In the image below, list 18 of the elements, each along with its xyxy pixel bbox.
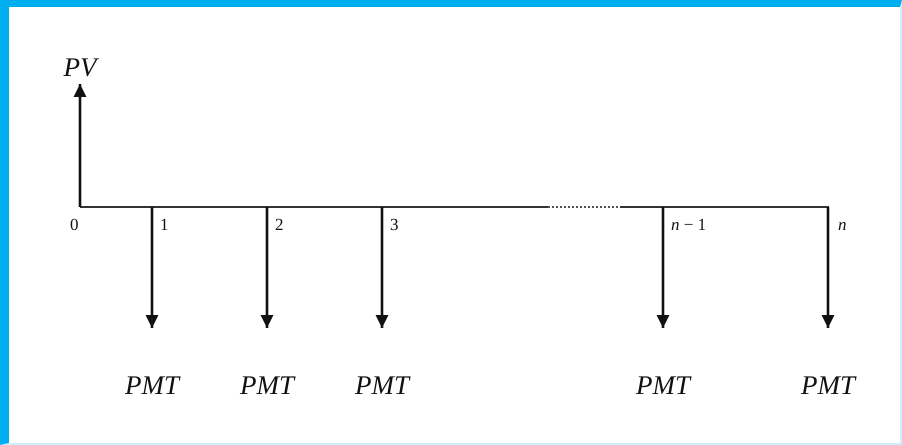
cash-flow-arrow	[822, 207, 834, 328]
cash-flow-label: PMT	[217, 328, 317, 400]
cash-flow-arrow	[74, 84, 86, 207]
cash-flow-label: PMT	[102, 328, 202, 400]
period-number: 0	[70, 215, 78, 235]
period-number: 1	[160, 215, 168, 235]
cash-flow-arrow	[146, 207, 158, 328]
period-number: 3	[390, 215, 398, 235]
cash-flow-arrow	[260, 207, 274, 328]
cash-flow-label: PMT	[778, 328, 878, 400]
cash-flow-label: PMT	[332, 328, 432, 400]
cash-flow-arrow	[656, 207, 670, 328]
cash-flow-label: PMT	[613, 328, 713, 400]
period-number: 2	[275, 215, 284, 235]
period-number: n − 1	[671, 215, 706, 235]
cash-flow-label: PV	[30, 52, 130, 82]
cash-flow-arrow	[376, 207, 388, 328]
period-number: n	[838, 215, 846, 235]
